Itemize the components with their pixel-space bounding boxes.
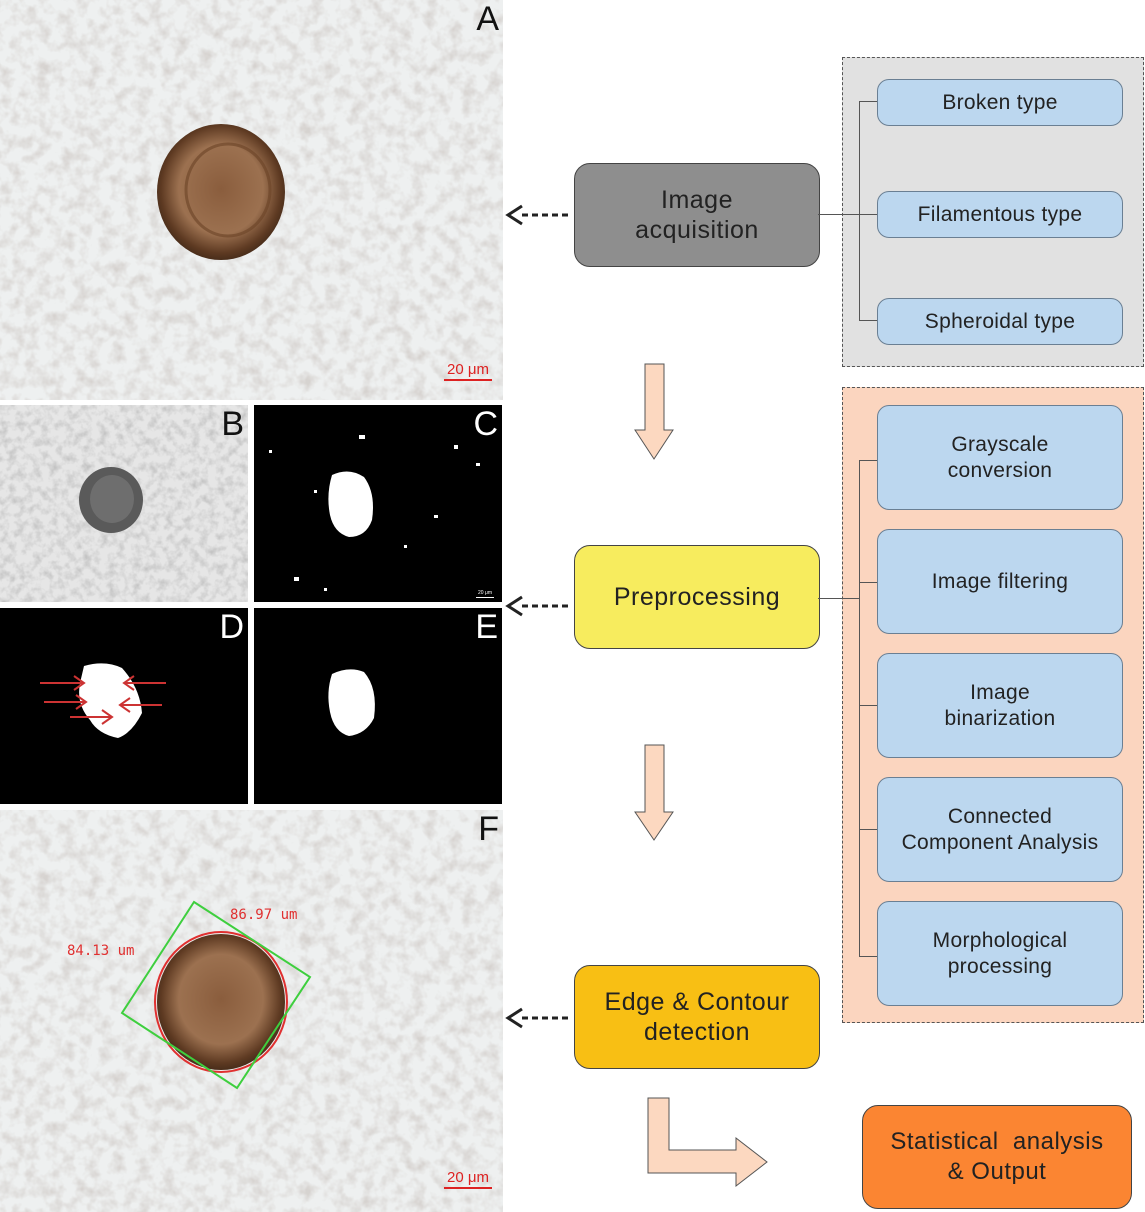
filled-image (254, 608, 502, 804)
panel-a-micrograph: A 20 μm (0, 0, 503, 400)
step-image-filtering[interactable]: Image filtering (877, 529, 1123, 634)
type-broken[interactable]: Broken type (877, 79, 1123, 126)
grayscale-image (0, 405, 248, 602)
connector-line (859, 705, 877, 706)
scale-bar-label: 20 μm (447, 1169, 489, 1186)
elbow-arrow-output (647, 1097, 768, 1188)
stage-statistical-output[interactable]: Statistical analysis & Output (862, 1105, 1132, 1209)
panel-label-a: A (476, 0, 499, 38)
stage-label: Image acquisition (635, 186, 759, 244)
scale-bar-label: 20 μm (447, 361, 489, 378)
scale-bar-label: 20 μm (478, 590, 492, 596)
stage-image-acquisition[interactable]: Image acquisition (574, 163, 820, 267)
connector-line (859, 460, 860, 957)
type-label: Broken type (942, 90, 1058, 114)
connector-line (859, 460, 877, 461)
step-label: Image filtering (931, 569, 1069, 593)
panel-label-b: B (221, 405, 244, 443)
micrograph-image (0, 0, 503, 400)
panel-e-filled: E (254, 608, 502, 804)
connector-line (859, 101, 860, 320)
panel-label-d: D (219, 608, 244, 646)
panel-d-holes: D (0, 608, 248, 804)
panel-b-grayscale: B (0, 405, 248, 602)
stage-preprocessing[interactable]: Preprocessing (574, 545, 820, 649)
width-measure: 86.97 um (230, 907, 298, 923)
connector-line (859, 101, 877, 102)
stage-label: Edge & Contour detection (604, 988, 790, 1046)
panel-label-f: F (478, 810, 499, 848)
connector-line (859, 956, 877, 957)
type-spheroidal[interactable]: Spheroidal type (877, 298, 1123, 345)
stage-label: Preprocessing (613, 583, 781, 611)
step-label: Morphological processing (932, 928, 1068, 978)
height-measure: 84.13 um (67, 943, 135, 959)
step-label: Image binarization (944, 680, 1056, 730)
type-label: Spheroidal type (924, 309, 1076, 333)
bounding-rectangle (120, 900, 312, 1090)
hole-arrows (40, 675, 166, 725)
panel-f-contour: F 86.97 um 84.13 um 20 μm (0, 810, 503, 1212)
down-arrow-2 (634, 744, 674, 841)
step-connected-component-analysis[interactable]: Connected Component Analysis (877, 777, 1123, 882)
connector-line (859, 582, 877, 583)
panel-label-c: C (473, 405, 498, 443)
stage-label: Statistical analysis & Output (890, 1128, 1104, 1185)
connector-line (818, 214, 877, 215)
step-morphological-processing[interactable]: Morphological processing (877, 901, 1123, 1006)
step-grayscale-conversion[interactable]: Grayscale conversion (877, 405, 1123, 510)
type-label: Filamentous type (917, 202, 1083, 226)
panel-c-binary: C 20 μm (254, 405, 502, 602)
connector-line (859, 829, 877, 830)
scale-bar-c: 20 μm (476, 590, 494, 598)
step-label: Grayscale conversion (947, 432, 1053, 482)
holes-image (0, 608, 248, 804)
type-filamentous[interactable]: Filamentous type (877, 191, 1123, 238)
connector-line (859, 320, 877, 321)
scale-bar-f: 20 μm (444, 1169, 492, 1189)
stage-edge-contour-detection[interactable]: Edge & Contour detection (574, 965, 820, 1069)
down-arrow-1 (634, 363, 674, 460)
step-image-binarization[interactable]: Image binarization (877, 653, 1123, 758)
panel-label-e: E (475, 608, 498, 646)
step-label: Connected Component Analysis (901, 804, 1099, 854)
scale-bar-a: 20 μm (444, 361, 492, 381)
connector-line (818, 598, 859, 599)
detected-contour (154, 931, 288, 1073)
binary-image (254, 405, 502, 602)
contour-image (0, 810, 503, 1212)
